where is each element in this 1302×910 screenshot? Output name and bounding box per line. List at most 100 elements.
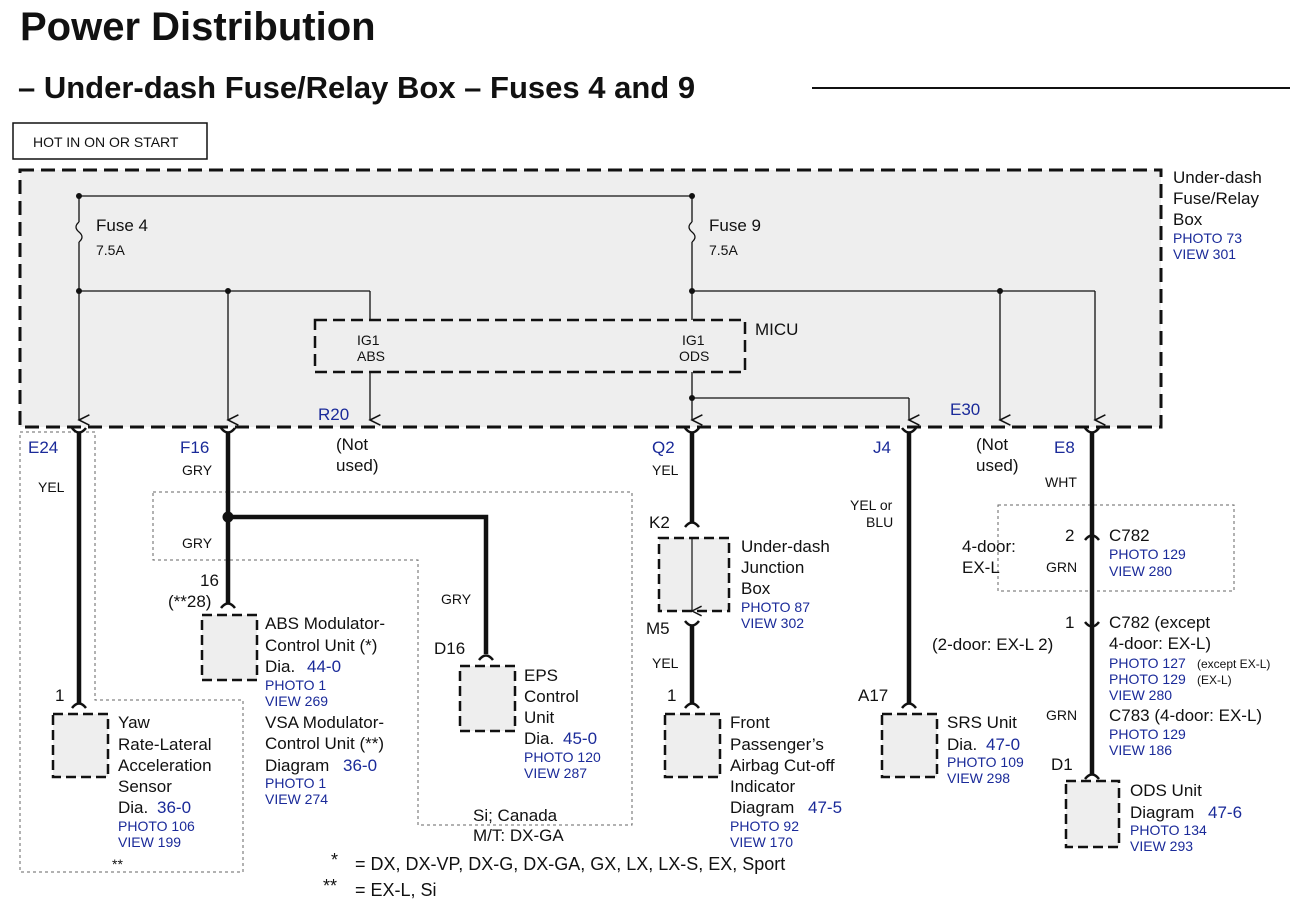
srs-photo: PHOTO 109: [947, 754, 1024, 770]
wire-q2-yel: YEL: [652, 462, 679, 478]
conn-k2: K2: [649, 513, 670, 532]
c782b-photo-2: PHOTO 129: [1109, 671, 1186, 687]
wire-f16-gry: GRY: [182, 462, 213, 478]
vsa-label-1: VSA Modulator-: [265, 713, 384, 732]
vsa-view: VIEW 274: [265, 791, 328, 807]
micu-ig1-ods: IG1: [682, 332, 705, 348]
fuse9-name: Fuse 9: [709, 216, 761, 235]
legend-symbol-2: **: [323, 876, 337, 896]
fpi-label-2: Passenger’s: [730, 735, 824, 754]
conn-j4: J4: [873, 438, 891, 457]
fusebox-view: VIEW 301: [1173, 246, 1236, 262]
eps-label-2: Control: [524, 687, 579, 706]
component-boxes: [51, 536, 1121, 849]
e30-not-used-2: used): [976, 456, 1019, 475]
vsa-dia: Diagram: [265, 756, 329, 775]
junction-label-1: Under-dash: [741, 537, 830, 556]
pin-c782-2: 2: [1065, 526, 1074, 545]
hot-label-box: [12, 122, 208, 160]
abs-dia: Dia.: [265, 657, 295, 676]
fusebox-photo: PHOTO 73: [1173, 230, 1242, 246]
junction-dots: [76, 193, 1003, 401]
vsa-label-2: Control Unit (**): [265, 734, 384, 753]
wire-e24-yel: YEL: [38, 479, 65, 495]
junction-box: [657, 536, 731, 613]
micu-name: MICU: [755, 320, 798, 339]
yaw-label-3: Acceleration: [118, 756, 212, 775]
eps-note-2: M/T: DX-GA: [473, 826, 564, 845]
fpi-label-4: Indicator: [730, 777, 796, 796]
conn-e30: E30: [950, 400, 980, 419]
wire-splice: [222, 511, 234, 523]
abs-dia-link[interactable]: 44-0: [307, 657, 341, 676]
conn-d1: D1: [1051, 755, 1073, 774]
yaw-dia-link[interactable]: 36-0: [157, 798, 191, 817]
c782b-cond: (2-door: EX-L 2): [932, 635, 1053, 654]
abs-photo: PHOTO 1: [265, 677, 326, 693]
r20-not-used-2: used): [336, 456, 379, 475]
wire-j4-yel-or: YEL or: [850, 497, 893, 513]
fpi-dia: Diagram: [730, 798, 794, 817]
vsa-photo: PHOTO 1: [265, 775, 326, 791]
conn-d16: D16: [434, 639, 465, 658]
c783-label: C783 (4-door: EX-L): [1109, 706, 1262, 725]
conn-e24: E24: [28, 438, 58, 457]
eps-dia: Dia.: [524, 729, 554, 748]
fpi-label-3: Airbag Cut-off: [730, 756, 835, 775]
srs-dia-link[interactable]: 47-0: [986, 735, 1020, 754]
eps-unit-box: [458, 664, 517, 733]
c782b-photo-2-note: (EX-L): [1197, 673, 1232, 687]
ods-dia: Diagram: [1130, 803, 1194, 822]
c783-view: VIEW 186: [1109, 742, 1172, 758]
fuse-relay-box: [18, 168, 1163, 429]
eps-dia-link[interactable]: 45-0: [563, 729, 597, 748]
abs-unit-box: [200, 613, 259, 682]
fpi-photo: PHOTO 92: [730, 818, 799, 834]
c782a-name: C782: [1109, 526, 1150, 545]
srs-dia: Dia.: [947, 735, 977, 754]
fusebox-name-3: Box: [1173, 210, 1203, 229]
fuse4-rating: 7.5A: [96, 242, 125, 258]
wire-j4-blu: BLU: [866, 514, 893, 530]
c782a-photo: PHOTO 129: [1109, 546, 1186, 562]
c782a-view: VIEW 280: [1109, 563, 1172, 579]
c783-photo: PHOTO 129: [1109, 726, 1186, 742]
eps-label-3: Unit: [524, 708, 555, 727]
conn-f16: F16: [180, 438, 209, 457]
junction-label-2: Junction: [741, 558, 804, 577]
junction-photo: PHOTO 87: [741, 599, 810, 615]
wire-e8-wht: WHT: [1045, 474, 1077, 490]
fpi-dia-link[interactable]: 47-5: [808, 798, 842, 817]
eps-note-1: Si; Canada: [473, 806, 558, 825]
micu-ig1-abs: IG1: [357, 332, 380, 348]
yaw-note: **: [112, 856, 123, 872]
c782b-photo-1: PHOTO 127: [1109, 655, 1186, 671]
c782a-cond-2: EX-L: [962, 558, 1000, 577]
fuse9-rating: 7.5A: [709, 242, 738, 258]
wire-c783-grn: GRN: [1046, 707, 1077, 723]
pin-abs-16: 16: [200, 571, 219, 590]
vsa-dia-link[interactable]: 36-0: [343, 756, 377, 775]
fpi-view: VIEW 170: [730, 834, 793, 850]
wire-m5-yel: YEL: [652, 655, 679, 671]
legend-text-1: = DX, DX-VP, DX-G, DX-GA, GX, LX, LX-S, …: [355, 854, 785, 874]
srs-unit-box: [880, 712, 939, 779]
ods-view: VIEW 293: [1130, 838, 1193, 854]
fuse4-name: Fuse 4: [96, 216, 148, 235]
srs-label-1: SRS Unit: [947, 713, 1017, 732]
micu-ods: ODS: [679, 348, 709, 364]
micu-box: [313, 318, 747, 374]
abs-label-2: Control Unit (*): [265, 636, 377, 655]
connector-forks: [71, 427, 1100, 780]
wire-abs-gry: GRY: [182, 535, 213, 551]
micu-abs: ABS: [357, 348, 385, 364]
c782b-view: VIEW 280: [1109, 687, 1172, 703]
wire-eps-gry: GRY: [441, 591, 472, 607]
page-subtitle: – Under-dash Fuse/Relay Box – Fuses 4 an…: [18, 70, 695, 105]
c782a-cond-1: 4-door:: [962, 537, 1016, 556]
ods-unit-box: [1064, 779, 1121, 849]
c782b-label-2: 4-door: EX-L): [1109, 634, 1211, 653]
ods-dia-link[interactable]: 47-6: [1208, 803, 1242, 822]
wire-c782-grn: GRN: [1046, 559, 1077, 575]
junction-label-3: Box: [741, 579, 771, 598]
